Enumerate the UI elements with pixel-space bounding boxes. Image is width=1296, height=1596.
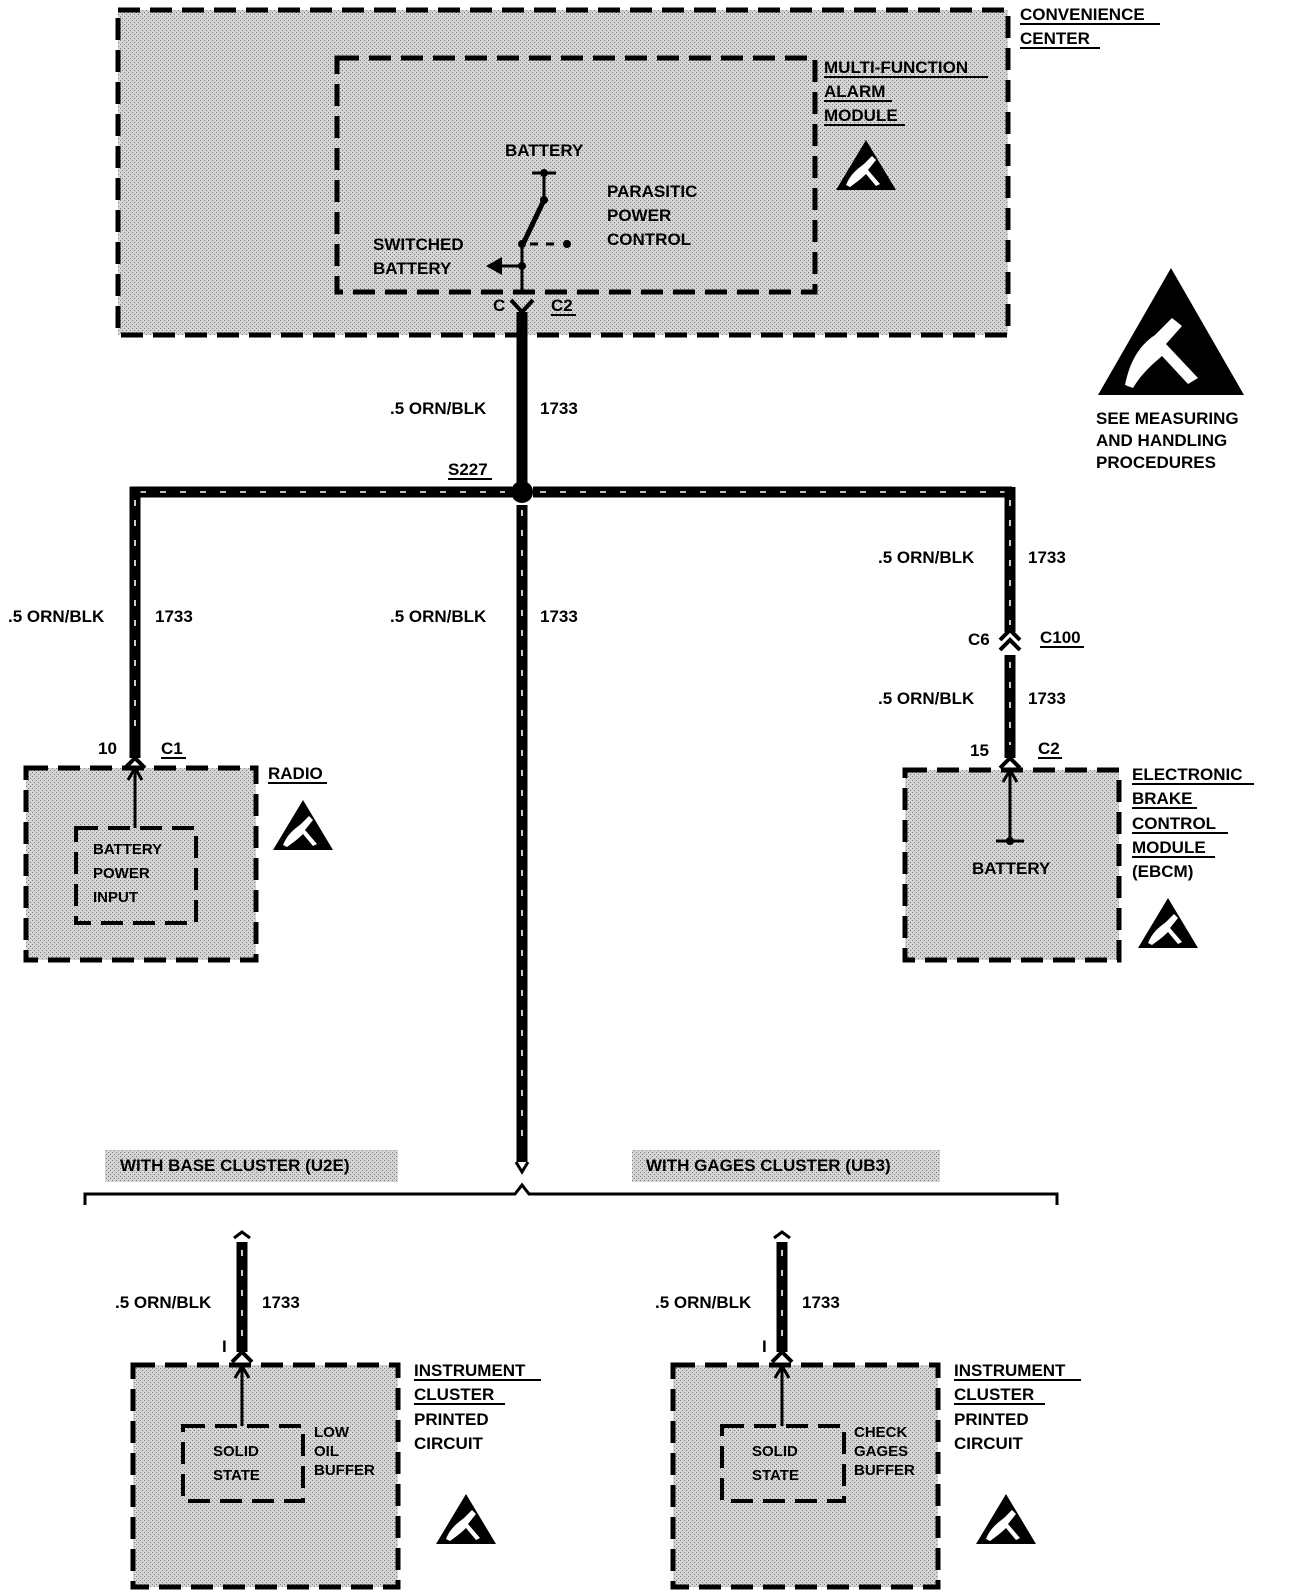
wire-bottom-left-circuit: 1733 xyxy=(262,1293,300,1312)
wire-top-circuit: 1733 xyxy=(540,399,578,418)
ebcm-connector: C2 xyxy=(1038,739,1060,758)
esd-icon-cluster-left xyxy=(436,1494,496,1544)
radio-title: RADIO xyxy=(268,764,323,783)
esd-icon-cluster-right xyxy=(976,1494,1036,1544)
inline-connector-c100 xyxy=(998,627,1022,652)
alarm-battery-label: BATTERY xyxy=(505,141,584,160)
parasitic-label-2: POWER xyxy=(607,206,671,225)
wire-bottom-right-circuit: 1733 xyxy=(802,1293,840,1312)
cluster-left-inner-box xyxy=(181,1424,305,1503)
cluster-left-buffer-3: BUFFER xyxy=(314,1462,375,1479)
wire-right-lower-label: .5 ORN/BLK xyxy=(878,689,975,708)
cluster-left-title-2: CLUSTER xyxy=(414,1385,494,1404)
alarm-connector: C2 xyxy=(551,296,573,315)
esd-icon-radio xyxy=(273,800,333,850)
wire-right-upper-circuit: 1733 xyxy=(1028,548,1066,567)
cluster-right-inner-box xyxy=(720,1424,846,1503)
inline-connector-label: C100 xyxy=(1040,628,1081,647)
switched-label-1: SWITCHED xyxy=(373,235,464,254)
cluster-left-box xyxy=(130,1362,401,1590)
wire-center-label: .5 ORN/BLK xyxy=(390,607,487,626)
cluster-left-buffer-2: OIL xyxy=(314,1443,339,1460)
cluster-left-title-1: INSTRUMENT xyxy=(414,1361,526,1380)
cluster-left-pin: I xyxy=(222,1337,227,1356)
alarm-module-title-3: MODULE xyxy=(824,106,898,125)
cluster-right-solid-2: STATE xyxy=(752,1467,799,1484)
cluster-left-solid-1: SOLID xyxy=(213,1443,259,1460)
cluster-left-buffer-1: LOW xyxy=(314,1424,350,1441)
wire-right-lower-circuit: 1733 xyxy=(1028,689,1066,708)
cluster-left-sub-2: CIRCUIT xyxy=(414,1434,484,1453)
ebcm-pin: 15 xyxy=(970,741,989,760)
cluster-right-pin: I xyxy=(762,1337,767,1356)
cluster-right-buffer-1: CHECK xyxy=(854,1424,908,1441)
inline-pin: C6 xyxy=(968,630,990,649)
parasitic-label-1: PARASITIC xyxy=(607,182,697,201)
esd-note-3: PROCEDURES xyxy=(1096,453,1216,472)
option-gages-bg xyxy=(632,1150,940,1182)
cluster-left-solid-2: STATE xyxy=(213,1467,260,1484)
parasitic-switch-symbol xyxy=(486,169,571,290)
ebcm-title-3: CONTROL xyxy=(1132,814,1216,833)
radio-inner-1: BATTERY xyxy=(93,841,162,858)
option-gages-label: WITH GAGES CLUSTER (UB3) xyxy=(646,1156,891,1175)
esd-note-1: SEE MEASURING xyxy=(1096,409,1239,428)
ebcm-inner: BATTERY xyxy=(972,859,1051,878)
ebcm-suffix: (EBCM) xyxy=(1132,862,1193,881)
alarm-module-box xyxy=(334,55,818,295)
convenience-center-title-1: CONVENIENCE xyxy=(1020,5,1145,24)
splice-s227 xyxy=(511,481,533,503)
alarm-pin: C xyxy=(493,296,505,315)
cluster-right-solid-1: SOLID xyxy=(752,1443,798,1460)
wire-left-label: .5 ORN/BLK xyxy=(8,607,105,626)
cluster-right-buffer-2: GAGES xyxy=(854,1443,908,1460)
wire-right-upper-label: .5 ORN/BLK xyxy=(878,548,975,567)
radio-inner-2: POWER xyxy=(93,865,150,882)
cluster-right-title-1: INSTRUMENT xyxy=(954,1361,1066,1380)
wire-harness xyxy=(129,312,1016,1352)
radio-inner-box xyxy=(74,826,198,925)
convenience-center-title-2: CENTER xyxy=(1020,29,1090,48)
ebcm-title-4: MODULE xyxy=(1132,838,1206,857)
alarm-module-title-2: ALARM xyxy=(824,82,885,101)
esd-note-2: AND HANDLING xyxy=(1096,431,1227,450)
ebcm-box xyxy=(902,767,1122,963)
option-base-label: WITH BASE CLUSTER (U2E) xyxy=(120,1156,350,1175)
wire-left-circuit: 1733 xyxy=(155,607,193,626)
cluster-right-sub-2: CIRCUIT xyxy=(954,1434,1024,1453)
wire-bottom-right-label: .5 ORN/BLK xyxy=(655,1293,752,1312)
cluster-right-box xyxy=(670,1362,941,1590)
alarm-module-title-1: MULTI-FUNCTION xyxy=(824,58,968,77)
cluster-right-sub-1: PRINTED xyxy=(954,1410,1029,1429)
cluster-right-buffer-3: BUFFER xyxy=(854,1462,915,1479)
wire-bottom-left-label: .5 ORN/BLK xyxy=(115,1293,212,1312)
option-base-bg xyxy=(105,1150,398,1182)
ebcm-title-1: ELECTRONIC xyxy=(1132,765,1243,784)
radio-inner-3: INPUT xyxy=(93,889,138,906)
option-bracket xyxy=(83,1182,1059,1205)
wire-center-circuit: 1733 xyxy=(540,607,578,626)
switched-label-2: BATTERY xyxy=(373,259,452,278)
ebcm-title-2: BRAKE xyxy=(1132,789,1192,808)
radio-connector: C1 xyxy=(161,739,183,758)
radio-box xyxy=(23,765,259,963)
parasitic-label-3: CONTROL xyxy=(607,230,691,249)
radio-pin: 10 xyxy=(98,739,117,758)
cluster-left-sub-1: PRINTED xyxy=(414,1410,489,1429)
wire-top-label: .5 ORN/BLK xyxy=(390,399,487,418)
splice-label: S227 xyxy=(448,460,488,479)
esd-icon-ebcm xyxy=(1138,898,1198,948)
esd-icon-large xyxy=(1098,268,1244,395)
cluster-right-title-2: CLUSTER xyxy=(954,1385,1034,1404)
